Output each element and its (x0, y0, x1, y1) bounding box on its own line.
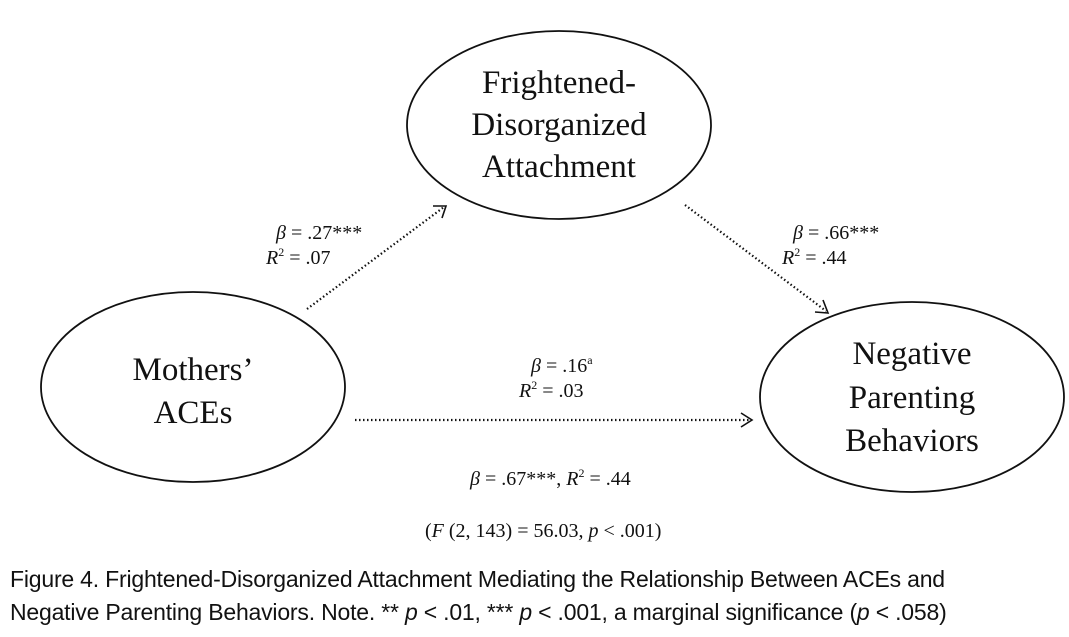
path-a-r2-superscript: 2 (278, 245, 284, 259)
path-a-stats: β = .27*** R2 = .07 (265, 222, 362, 269)
svg-text:β = .66***: β = .66*** (792, 222, 879, 244)
path-c-prime-arrow (355, 412, 754, 428)
path-b-r2-value: = .44 (800, 247, 846, 269)
path-c-prime-stats: β = .16a R2 = .03 (518, 353, 593, 402)
svg-text:β = .27***: β = .27*** (275, 222, 362, 244)
predictor-label-line1: Mothers’ (133, 352, 254, 388)
p-symbol: p (587, 520, 599, 542)
p-value: < .001) (599, 520, 662, 542)
predictor-label-line2: ACEs (154, 395, 233, 431)
path-c-prime-beta-symbol: β (530, 355, 541, 377)
path-a-beta-symbol: β (275, 222, 286, 244)
caption-note-start: Negative Parenting Behaviors. Note. ** (10, 599, 405, 625)
f-open-paren: ( (425, 520, 432, 542)
caption-p-symbol-3: p (856, 599, 870, 625)
svg-text:R2 = .44: R2 = .44 (781, 245, 847, 269)
path-c-prime-beta-value: = .16 (541, 355, 587, 377)
outcome-label-line1: Negative (852, 336, 971, 372)
path-a-beta-value: = .27*** (286, 222, 362, 244)
caption-p-symbol-1: p (404, 599, 418, 625)
outcome-node: Negative Parenting Behaviors (759, 301, 1065, 493)
svg-text:β = .67***, R2 = .44: β = .67***, R2 = .44 (469, 466, 631, 490)
f-value: (2, 143) = 56.03, (444, 520, 589, 542)
total-effect-stats: β = .67***, R2 = .44 (F (2, 143) = 56.03… (425, 466, 661, 542)
svg-text:β = .16a: β = .16a (530, 353, 593, 377)
outcome-label-line2: Parenting (849, 380, 975, 416)
path-a-arrow (306, 205, 448, 310)
path-c-prime-r2-value: = .03 (537, 380, 583, 402)
path-c-prime-r2-superscript: 2 (531, 378, 537, 392)
total-r2-symbol: R (565, 468, 578, 490)
svg-text:R2 = .07: R2 = .07 (265, 245, 331, 269)
path-c-prime-r2-symbol: R (518, 380, 531, 402)
outcome-label-line3: Behaviors (845, 423, 979, 459)
f-symbol: F (431, 520, 445, 542)
svg-text:(F (2, 143) = 56.03, p < .001): (F (2, 143) = 56.03, p < .001) (425, 520, 661, 542)
path-a-r2-value: = .07 (284, 247, 330, 269)
path-b-arrow (684, 204, 830, 314)
path-b-beta-symbol: β (792, 222, 803, 244)
total-beta-symbol: β (469, 468, 480, 490)
total-r2-value: = .44 (584, 468, 630, 490)
total-beta-value: = .67***, (480, 468, 566, 490)
mediator-label-line3: Attachment (482, 149, 636, 185)
caption-p-symbol-2: p (519, 599, 532, 625)
caption-line-1: Figure 4. Frightened-Disorganized Attach… (10, 566, 945, 592)
path-c-prime-beta-superscript: a (587, 353, 593, 367)
caption-note-marginal: < .058) (869, 599, 947, 625)
total-r2-superscript: 2 (578, 466, 584, 480)
caption-note-p001: < .001, a marginal significance ( (531, 599, 857, 625)
path-a-r2-symbol: R (265, 247, 278, 269)
path-b-r2-superscript: 2 (794, 245, 800, 259)
path-b-r2-symbol: R (781, 247, 794, 269)
path-b-stats: β = .66*** R2 = .44 (781, 222, 879, 269)
path-b-beta-value: = .66*** (803, 222, 879, 244)
caption-line-2: Negative Parenting Behaviors. Note. ** p… (10, 596, 1065, 629)
predictor-node: Mothers’ ACEs (40, 291, 346, 483)
caption-note-p01: < .01, *** (417, 599, 520, 625)
mediator-label-line2: Disorganized (471, 107, 647, 143)
figure-caption: Figure 4. Frightened-Disorganized Attach… (10, 563, 1065, 629)
mediator-label-line1: Frightened- (482, 65, 636, 101)
svg-text:R2 = .03: R2 = .03 (518, 378, 584, 402)
mediator-node: Frightened- Disorganized Attachment (406, 30, 712, 220)
